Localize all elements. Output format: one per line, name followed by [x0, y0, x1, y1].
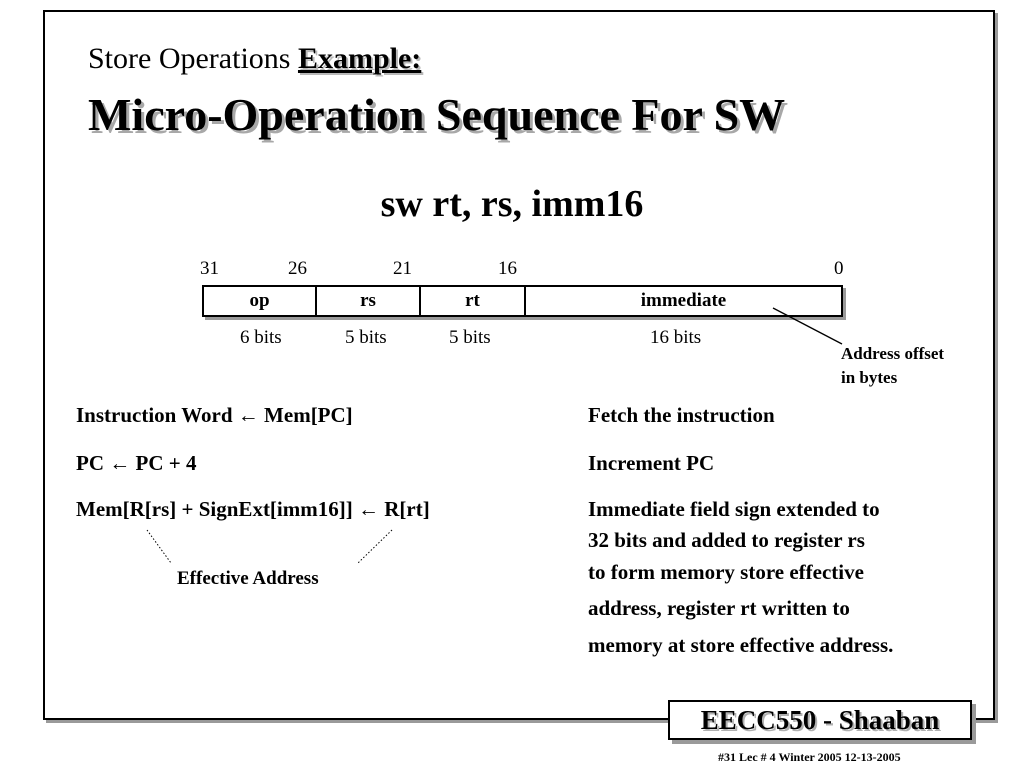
desc-store-line-4: address, register rt written to [588, 596, 850, 620]
micro-op-increment-pc: PC ← PC + 4 [76, 451, 197, 475]
bit-number-21: 21 [393, 258, 412, 279]
bits-rt: 5 bits [449, 327, 491, 348]
bits-op: 6 bits [240, 327, 282, 348]
instruction-syntax: sw rt, rs, imm16 [380, 183, 644, 225]
micro-op-fetch: Instruction Word ← Mem[PC] [76, 403, 353, 427]
field-rs: rs [315, 287, 419, 315]
effective-address-label: Effective Address [177, 568, 319, 589]
bit-number-26: 26 [288, 258, 307, 279]
micro-op-store: Mem[R[rs] + SignExt[imm16]] ← R[rt] [76, 497, 430, 521]
bit-number-0: 0 [834, 258, 844, 279]
desc-increment-pc: Increment PC [588, 451, 715, 475]
bits-immediate: 16 bits [650, 327, 702, 348]
field-immediate: immediate [524, 287, 841, 315]
desc-store-line-1: Immediate field sign extended to [588, 497, 880, 521]
desc-store-line-3: to form memory store effective [588, 560, 864, 584]
slide-subtitle: Store Operations Example: [88, 42, 422, 75]
field-op: op [249, 290, 270, 311]
slide-footer: #31 Lec # 4 Winter 2005 12-13-2005 [718, 750, 901, 764]
desc-fetch: Fetch the instruction [588, 403, 775, 427]
slide-title: Micro-Operation Sequence For SW [88, 89, 786, 140]
field-rt: rt [419, 287, 524, 315]
desc-store-line-2: 32 bits and added to register rs [588, 528, 865, 552]
bit-number-16: 16 [498, 258, 517, 279]
course-brand-box: EECC550 - Shaaban [668, 700, 972, 740]
subtitle-example-label: Example: [297, 42, 422, 75]
address-offset-pointer [772, 307, 843, 345]
desc-store-line-5: memory at store effective address. [588, 633, 894, 657]
slide-frame [43, 10, 995, 720]
bits-rs: 5 bits [345, 327, 387, 348]
effective-address-bracket-left [146, 529, 172, 564]
instruction-format: op rs rt immediate [202, 285, 843, 317]
bit-number-31: 31 [200, 258, 219, 279]
effective-address-bracket-right [357, 529, 393, 564]
